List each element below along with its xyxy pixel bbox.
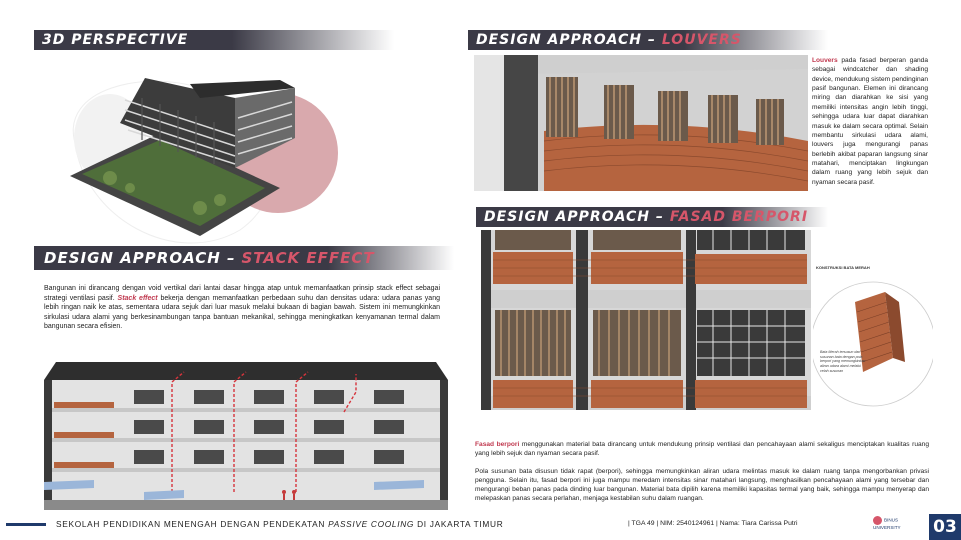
louvers-title-accent: LOUVERS xyxy=(661,32,742,48)
fasad-title-accent: FASAD BERPORI xyxy=(669,209,809,225)
university-logo-icon xyxy=(873,516,882,525)
header-bg-perspective xyxy=(34,30,394,50)
fasad-title: DESIGN APPROACH – FASAD BERPORI xyxy=(484,209,809,225)
louvers-description: Louvers pada fasad berperan ganda sebaga… xyxy=(812,57,928,186)
fasad-elevation-image xyxy=(481,230,811,410)
footer-accent-bar xyxy=(6,523,46,526)
louvers-image xyxy=(474,55,808,191)
university-logo: BINUS UNIVERSITY xyxy=(873,516,901,530)
stack-title-accent: STACK EFFECT xyxy=(241,249,375,267)
louvers-title: DESIGN APPROACH – LOUVERS xyxy=(476,32,742,48)
stack-title: DESIGN APPROACH – STACK EFFECT xyxy=(44,249,375,267)
header-bg-stack xyxy=(34,246,454,270)
stack-description: Bangunan ini dirancang dengan void verti… xyxy=(44,285,440,331)
header-bg-louvers xyxy=(468,30,828,50)
fasad-description-1: Fasad berpori menggunakan material bata … xyxy=(475,441,929,458)
brick-detail-image xyxy=(813,281,933,407)
footer: SEKOLAH PENDIDIKAN MENENGAH DENGAN PENDE… xyxy=(0,514,961,540)
header-bg-fasad xyxy=(476,207,828,227)
brick-detail-title: KONSTRUKSI BATA MERAH xyxy=(816,265,870,270)
brick-detail-note: Bata Merah tersusun dari susunan bata de… xyxy=(820,350,866,373)
perspective-image xyxy=(70,78,338,244)
footer-student-info: | TGA 49 | NIM: 2540124961 | Nama: Tiara… xyxy=(628,520,798,527)
stack-section-image xyxy=(44,362,448,510)
page-number-badge: 03 xyxy=(929,514,961,540)
fasad-description-2: Pola susunan bata disusun tidak rapat (b… xyxy=(475,468,929,503)
footer-project-title: SEKOLAH PENDIDIKAN MENENGAH DENGAN PENDE… xyxy=(56,519,504,529)
perspective-title: 3D PERSPECTIVE xyxy=(42,32,189,48)
